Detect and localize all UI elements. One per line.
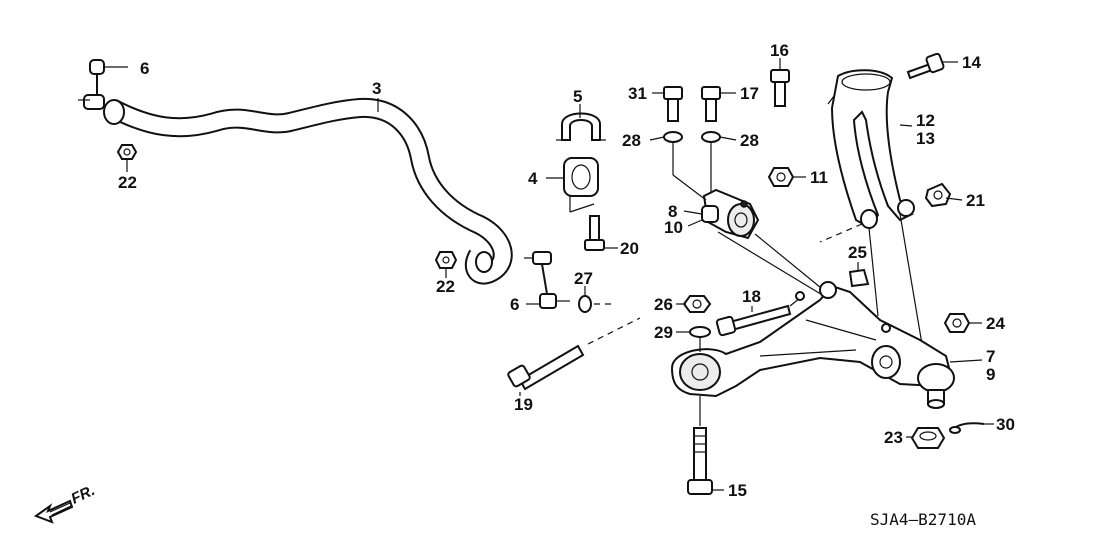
bolt-20 [584,215,605,251]
bolt-18 [715,304,792,337]
bolt-14 [906,52,945,80]
callout-18: 18 [742,287,761,306]
callout-14: 14 [962,53,981,72]
stabilizer-bushing [563,157,599,197]
callout-10: 10 [664,218,683,237]
bolt-19 [507,344,585,391]
stabilizer-link-left [78,59,105,110]
bolt-31 [663,86,683,122]
bolt-15 [687,427,713,495]
callout-8: 8 [668,202,677,221]
callout-12: 12 [916,111,935,130]
callout-13: 13 [916,129,935,148]
callout-16: 16 [770,41,789,60]
washer-29 [689,326,711,338]
callout-28: 28 [740,131,759,150]
ball-joint [917,363,955,409]
nut-11 [767,167,795,187]
stabilizer-link-right [524,251,570,309]
callout-6: 6 [510,295,519,314]
callout-3: 3 [372,79,381,98]
diagram-code: SJA4—B2710A [870,510,976,529]
nut-21 [924,182,952,208]
compliance-bracket [701,188,760,240]
callout-19: 19 [514,395,533,414]
callout-28: 28 [622,131,641,150]
front-direction-arrow-icon [33,499,74,524]
front-marker-label: FR. [69,482,98,508]
steering-knuckle [830,69,915,230]
callout-25: 25 [848,243,867,262]
callout-30: 30 [996,415,1015,434]
cotter-pin-30 [949,422,985,434]
callout-23: 23 [884,428,903,447]
nut-23 [910,427,946,449]
callout-6: 6 [140,59,149,78]
washer-28-right [701,131,721,143]
callout-31: 31 [628,84,647,103]
leader-lines [104,58,994,491]
callout-17: 17 [740,84,759,103]
callout-labels: 6 3 22 5 4 20 22 6 27 19 31 17 16 28 28 … [118,41,1015,500]
callout-21: 21 [966,191,985,210]
bushing-holder [556,112,606,141]
callout-9: 9 [986,365,995,384]
lower-control-arm [670,281,952,398]
callout-4: 4 [528,169,538,188]
callout-20: 20 [620,239,639,258]
callout-22: 22 [118,173,137,192]
callout-29: 29 [654,323,673,342]
callout-11: 11 [810,168,828,187]
bolt-16 [770,69,790,107]
callout-22: 22 [436,277,455,296]
callout-27: 27 [574,269,593,288]
nut-22-center [434,251,458,269]
washer-28-left [663,131,683,143]
callout-15: 15 [728,481,747,500]
nut-24 [943,313,971,333]
bolt-17 [701,86,721,122]
callout-24: 24 [986,314,1005,333]
washer-27 [578,295,592,313]
nut-26 [682,295,712,313]
callout-7: 7 [986,347,995,366]
callout-5: 5 [573,87,582,106]
callout-26: 26 [654,295,673,314]
stabilizer-bar [103,97,513,285]
nut-22-left [116,144,138,160]
cap-25 [848,268,870,288]
